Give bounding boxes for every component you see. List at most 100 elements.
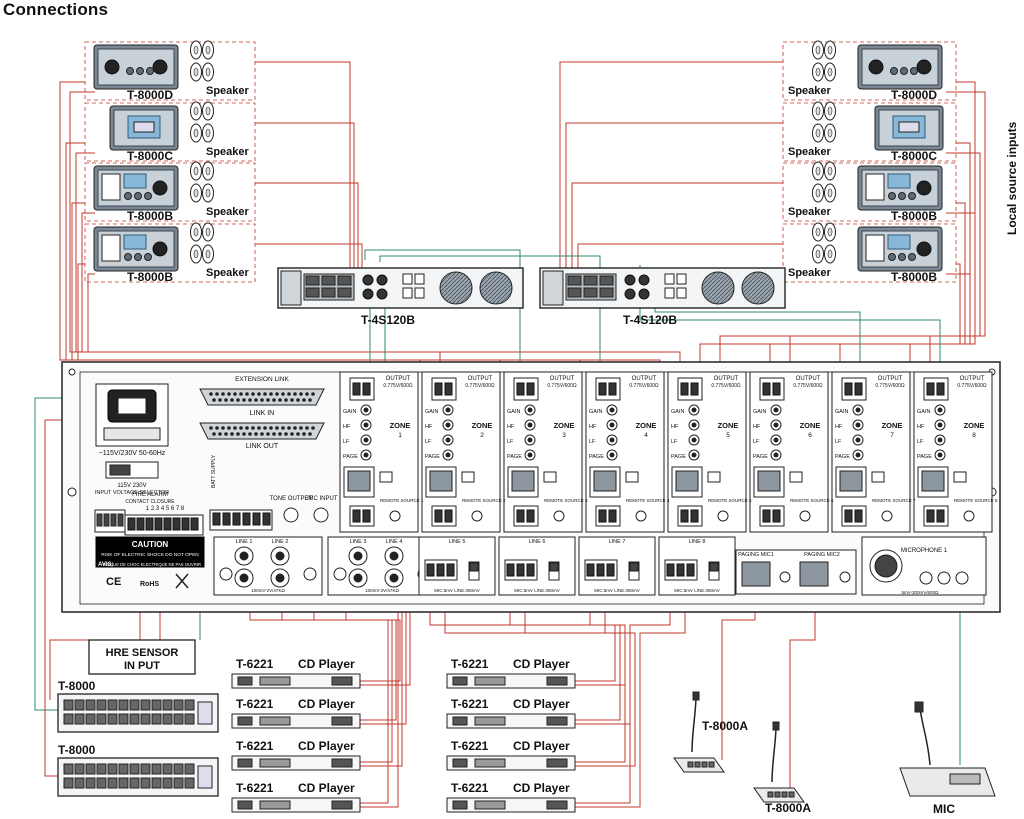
cd-player-model: T-6221 xyxy=(451,657,489,671)
zone-cable xyxy=(839,202,966,380)
voltage-caption: INPUT VOLTAGE SELECTOR xyxy=(95,490,169,496)
cd-output xyxy=(331,800,353,810)
zone-output-label: OUTPUT xyxy=(878,376,903,382)
speaker-cone-center xyxy=(193,227,199,237)
terminal-screw xyxy=(690,382,699,396)
terminal-screw xyxy=(436,563,445,577)
zone-output-label: OUTPUT xyxy=(714,376,739,382)
mic-label: MIC xyxy=(933,802,955,816)
knob-center xyxy=(609,422,615,428)
rca-jack-center xyxy=(239,551,249,561)
cd-player-model: T-6221 xyxy=(236,657,274,671)
connector-pin xyxy=(290,398,294,402)
mic-head xyxy=(692,691,700,701)
rca-jack-center xyxy=(353,551,363,561)
rca-jack-icon xyxy=(638,274,650,286)
avis-label: AVIS: xyxy=(98,562,114,568)
speaker-cone-center xyxy=(827,249,833,259)
station-button xyxy=(788,791,795,798)
knob-icon xyxy=(890,67,898,75)
terminal-screw xyxy=(844,382,853,396)
mic-line-spec: MIC:5mV LINE:350mV xyxy=(514,588,560,593)
link-cable xyxy=(364,249,521,380)
speaker-label: Speaker xyxy=(788,267,832,279)
rack-port xyxy=(140,713,151,725)
cd-cable xyxy=(575,590,626,763)
cd-player-unit xyxy=(446,755,576,771)
terminal-screw xyxy=(926,382,935,396)
line-input-group xyxy=(327,536,437,596)
cd-player-model: T-6221 xyxy=(451,781,489,795)
speaker-group-outline xyxy=(84,162,256,222)
terminal-screw xyxy=(926,509,935,523)
paging-station-label: T-8000A xyxy=(702,719,748,733)
rack-port xyxy=(140,763,151,775)
speaker-cone-center xyxy=(193,45,199,55)
knob-center xyxy=(609,407,615,413)
paging-station-label: T-8000A xyxy=(765,801,811,815)
connector-pin xyxy=(236,432,240,436)
voltage-switch xyxy=(109,464,131,476)
connector-pin xyxy=(272,432,276,436)
terminal-screw xyxy=(598,382,607,396)
zone-knob-label: PAGE xyxy=(507,454,522,460)
connector-pin xyxy=(245,392,249,396)
speaker-group-outline xyxy=(84,223,256,283)
cd-player-model: T-6221 xyxy=(451,697,489,711)
zone-knob-label: LF xyxy=(917,439,924,445)
mic-cable xyxy=(945,597,961,765)
rj45-jack xyxy=(757,470,781,492)
connector-pin xyxy=(293,426,297,430)
terminal-screw xyxy=(598,509,607,523)
knob-icon xyxy=(635,510,647,522)
dip-switch xyxy=(664,287,675,299)
speaker-cone-center xyxy=(193,67,199,77)
connector-pin xyxy=(227,392,231,396)
knob-icon xyxy=(303,567,317,581)
paging-station-2 xyxy=(753,721,805,803)
zone-output-label: OUTPUT xyxy=(960,376,985,382)
rack-port xyxy=(129,763,140,775)
terminal-screw xyxy=(567,287,582,298)
zone-number: 6 xyxy=(808,432,812,439)
rack-port xyxy=(96,763,107,775)
zone-output-label: OUTPUT xyxy=(468,376,493,382)
sensor-label: HRE SENSOR xyxy=(106,647,179,659)
connector-pin xyxy=(308,432,312,436)
rj45-jack xyxy=(741,561,771,587)
contact-closure-label: CONTACT CLOSURE xyxy=(125,499,175,505)
terminal-screw xyxy=(212,512,221,526)
rack-port xyxy=(63,763,74,775)
speaker-group-outline xyxy=(782,102,957,162)
display-window xyxy=(887,173,911,189)
speaker-label: Speaker xyxy=(206,146,250,158)
terminal-screw xyxy=(352,509,361,523)
rj45-jack xyxy=(921,470,945,492)
knob-center xyxy=(445,407,451,413)
knob-center xyxy=(855,437,861,443)
knob-icon xyxy=(146,67,154,75)
rca-jack-icon xyxy=(624,288,636,300)
knob-center xyxy=(363,407,369,413)
speaker-cone-center xyxy=(193,188,199,198)
switch-toggle xyxy=(549,562,559,572)
rack-port xyxy=(85,777,96,789)
rack-port xyxy=(107,763,118,775)
amplifier-label: T-4S120B xyxy=(623,313,677,327)
rack-port xyxy=(74,763,85,775)
rack-port xyxy=(173,713,184,725)
rack-port xyxy=(85,713,96,725)
connector-pin xyxy=(212,432,216,436)
connector-pin xyxy=(224,398,228,402)
connector-pin xyxy=(311,392,315,396)
cd-output xyxy=(331,676,353,686)
rack-port xyxy=(118,763,129,775)
rack-port xyxy=(151,713,162,725)
cd-player-unit xyxy=(446,673,576,689)
rca-jack-center xyxy=(353,573,363,583)
zone-label: ZONE xyxy=(390,421,411,430)
terminal-screw xyxy=(599,287,614,298)
zone-knob-label: GAIN xyxy=(425,409,438,415)
amplifier-left xyxy=(277,267,524,309)
fan-icon xyxy=(701,271,735,305)
